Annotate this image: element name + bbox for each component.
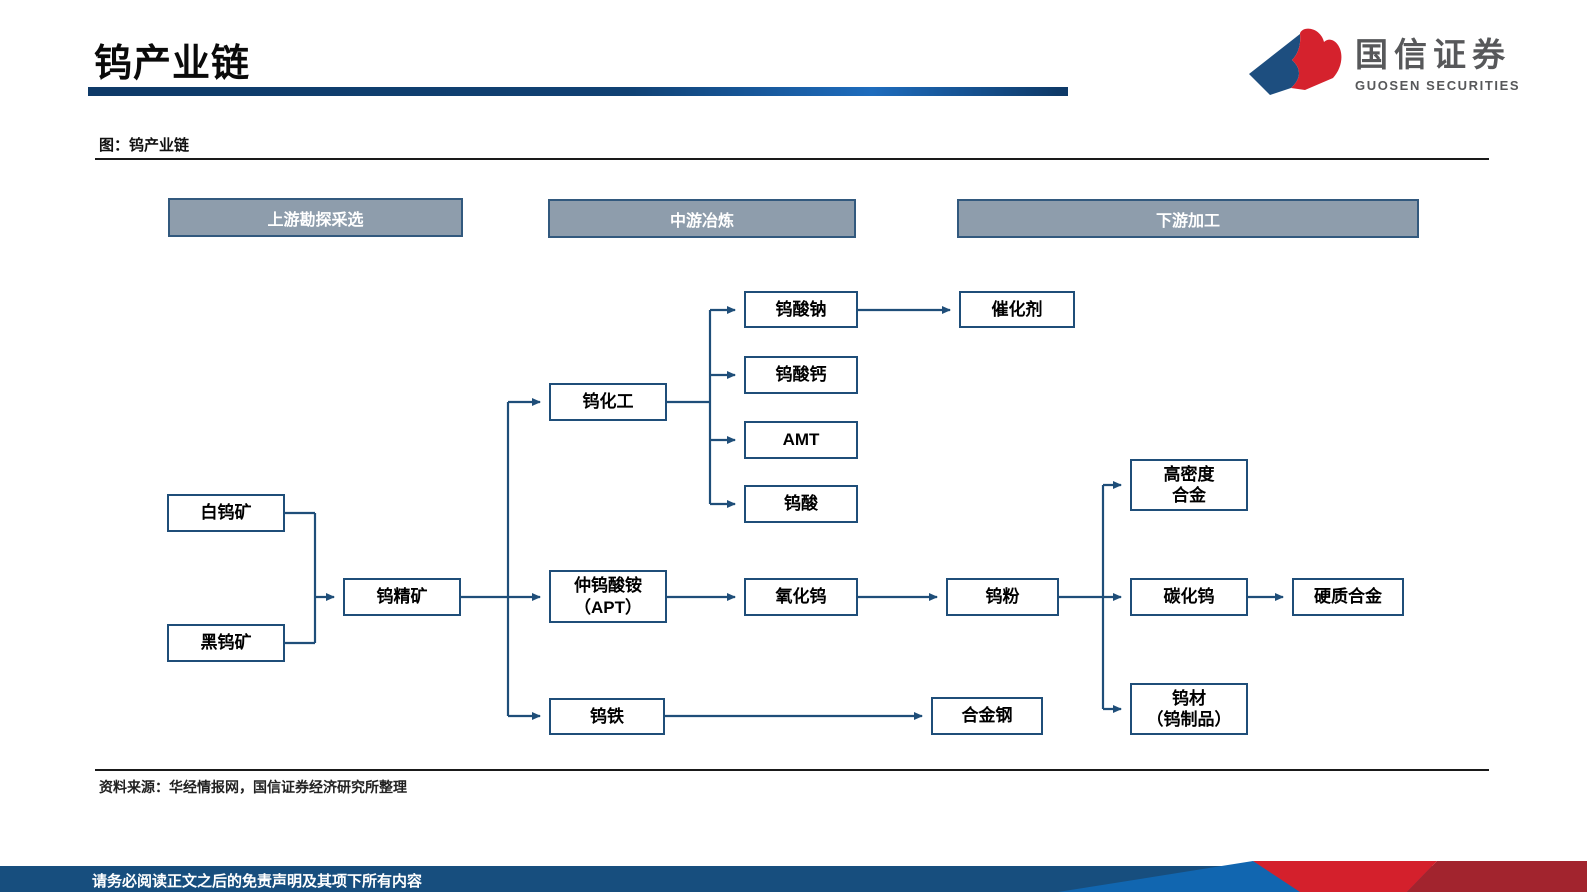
node-wolframite: 黑钨矿	[167, 624, 285, 662]
page-title: 钨产业链	[94, 43, 251, 85]
node-tungsten-carbide: 碳化钨	[1130, 578, 1248, 616]
node-tungstic-acid: 钨酸	[744, 485, 858, 523]
node-tungsten-chemicals: 钨化工	[549, 383, 667, 421]
brand-name-cn: 国信证券	[1355, 36, 1511, 73]
node-apt: 仲钨酸铵 （APT）	[549, 570, 667, 623]
node-high-density-alloy: 高密度 合金	[1130, 459, 1248, 511]
node-cemented-carbide: 硬质合金	[1292, 578, 1404, 616]
node-tungsten-powder: 钨粉	[946, 578, 1059, 616]
title-underline	[88, 87, 1068, 96]
node-calcium-tungstate: 钨酸钙	[744, 356, 858, 394]
footer-disclaimer: 请务必阅读正文之后的免责声明及其项下所有内容	[92, 873, 423, 890]
source-divider	[95, 769, 1489, 771]
node-tungsten-material: 钨材 （钨制品）	[1130, 683, 1248, 735]
node-tungsten-concentrate: 钨精矿	[343, 578, 461, 616]
node-scheelite: 白钨矿	[167, 494, 285, 532]
stage-midstream: 中游冶炼	[548, 199, 856, 238]
guosen-logo-icon	[1249, 28, 1342, 95]
node-tungsten-oxide: 氧化钨	[744, 578, 858, 616]
node-catalyst: 催化剂	[959, 291, 1075, 328]
node-ferrotungsten: 钨铁	[549, 698, 665, 735]
figure-caption: 图：钨产业链	[99, 137, 190, 154]
brand-name-en: GUOSEN SECURITIES	[1355, 77, 1521, 93]
guosen-logo: 国信证券 GUOSEN SECURITIES	[1243, 28, 1520, 100]
caption-divider	[95, 158, 1489, 160]
stage-upstream: 上游勘探采选	[168, 198, 463, 237]
node-amt: AMT	[744, 421, 858, 459]
guosen-logo-text: 国信证券 GUOSEN SECURITIES	[1355, 28, 1520, 93]
node-alloy-steel: 合金钢	[931, 697, 1043, 735]
node-sodium-tungstate: 钨酸钠	[744, 291, 858, 328]
stage-downstream: 下游加工	[957, 199, 1419, 238]
source-note: 资料来源：华经情报网，国信证券经济研究所整理	[99, 779, 407, 795]
